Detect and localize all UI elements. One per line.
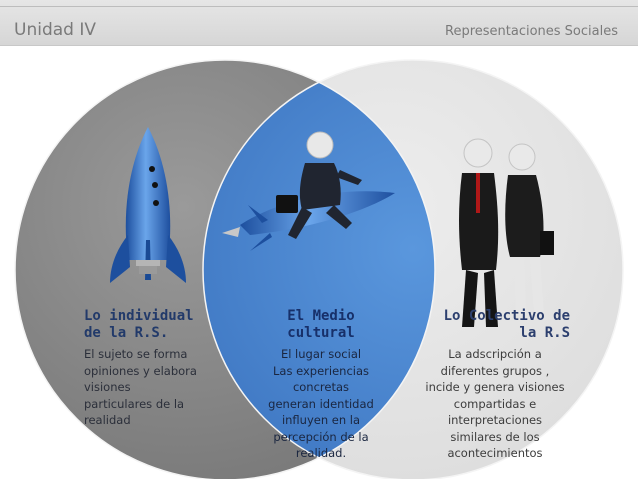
cultural-line: El lugar social <box>280 347 362 361</box>
slide-header: Unidad IV Representaciones Sociales <box>0 0 638 46</box>
topic-title: Representaciones Sociales <box>445 24 618 39</box>
individual-line: realidad <box>84 413 131 427</box>
colectivo-body: La adscripción a diferentes grupos , inc… <box>420 346 570 462</box>
right-circle-outline <box>202 59 624 479</box>
cultural-line: influyen en la <box>281 413 361 427</box>
cultural-line: Las experiencias <box>273 363 369 378</box>
colectivo-line: La adscripción a <box>448 347 542 361</box>
left-circle-outline <box>14 59 436 479</box>
colectivo-line: interpretaciones <box>447 413 543 427</box>
cultural-line: concretas <box>292 380 350 394</box>
colectivo-section: Lo Colectivo de la R.S La adscripción a … <box>420 308 570 462</box>
colectivo-title: Lo Colectivo de la R.S <box>443 308 570 341</box>
individual-body: El sujeto se forma opiniones y elabora v… <box>84 346 214 429</box>
unit-title: Unidad IV <box>14 20 96 40</box>
individual-title: Lo individual de la R.S. <box>84 308 194 341</box>
header-top-line <box>0 6 638 7</box>
colectivo-line: incide y genera visiones <box>425 380 565 394</box>
colectivo-line: acontecimientos <box>447 446 543 460</box>
rocket-icon <box>110 127 186 283</box>
individual-line: El sujeto se forma <box>84 347 188 361</box>
individual-line: opiniones y elabora <box>84 363 197 378</box>
cultural-line: realidad. <box>295 446 347 460</box>
colectivo-line: similares de los <box>450 429 540 444</box>
colectivo-line: diferentes grupos , <box>440 363 550 378</box>
individual-section: Lo individual de la R.S. El sujeto se fo… <box>84 308 214 429</box>
cultural-line: percepción de la <box>273 429 369 444</box>
couple-figures-icon <box>459 138 554 327</box>
cultural-section: El Medio cultural El lugar social Las ex… <box>262 308 380 462</box>
individual-line: particulares de la <box>84 396 185 411</box>
colectivo-line: compartidas e <box>453 396 537 411</box>
individual-line: visiones <box>84 380 131 394</box>
cultural-line: generan identidad <box>268 396 374 411</box>
cultural-body: El lugar social Las experiencias concret… <box>262 346 380 462</box>
person-riding-rocket-icon <box>222 131 395 251</box>
venn-diagram <box>14 59 624 479</box>
cultural-title: El Medio cultural <box>287 308 355 341</box>
